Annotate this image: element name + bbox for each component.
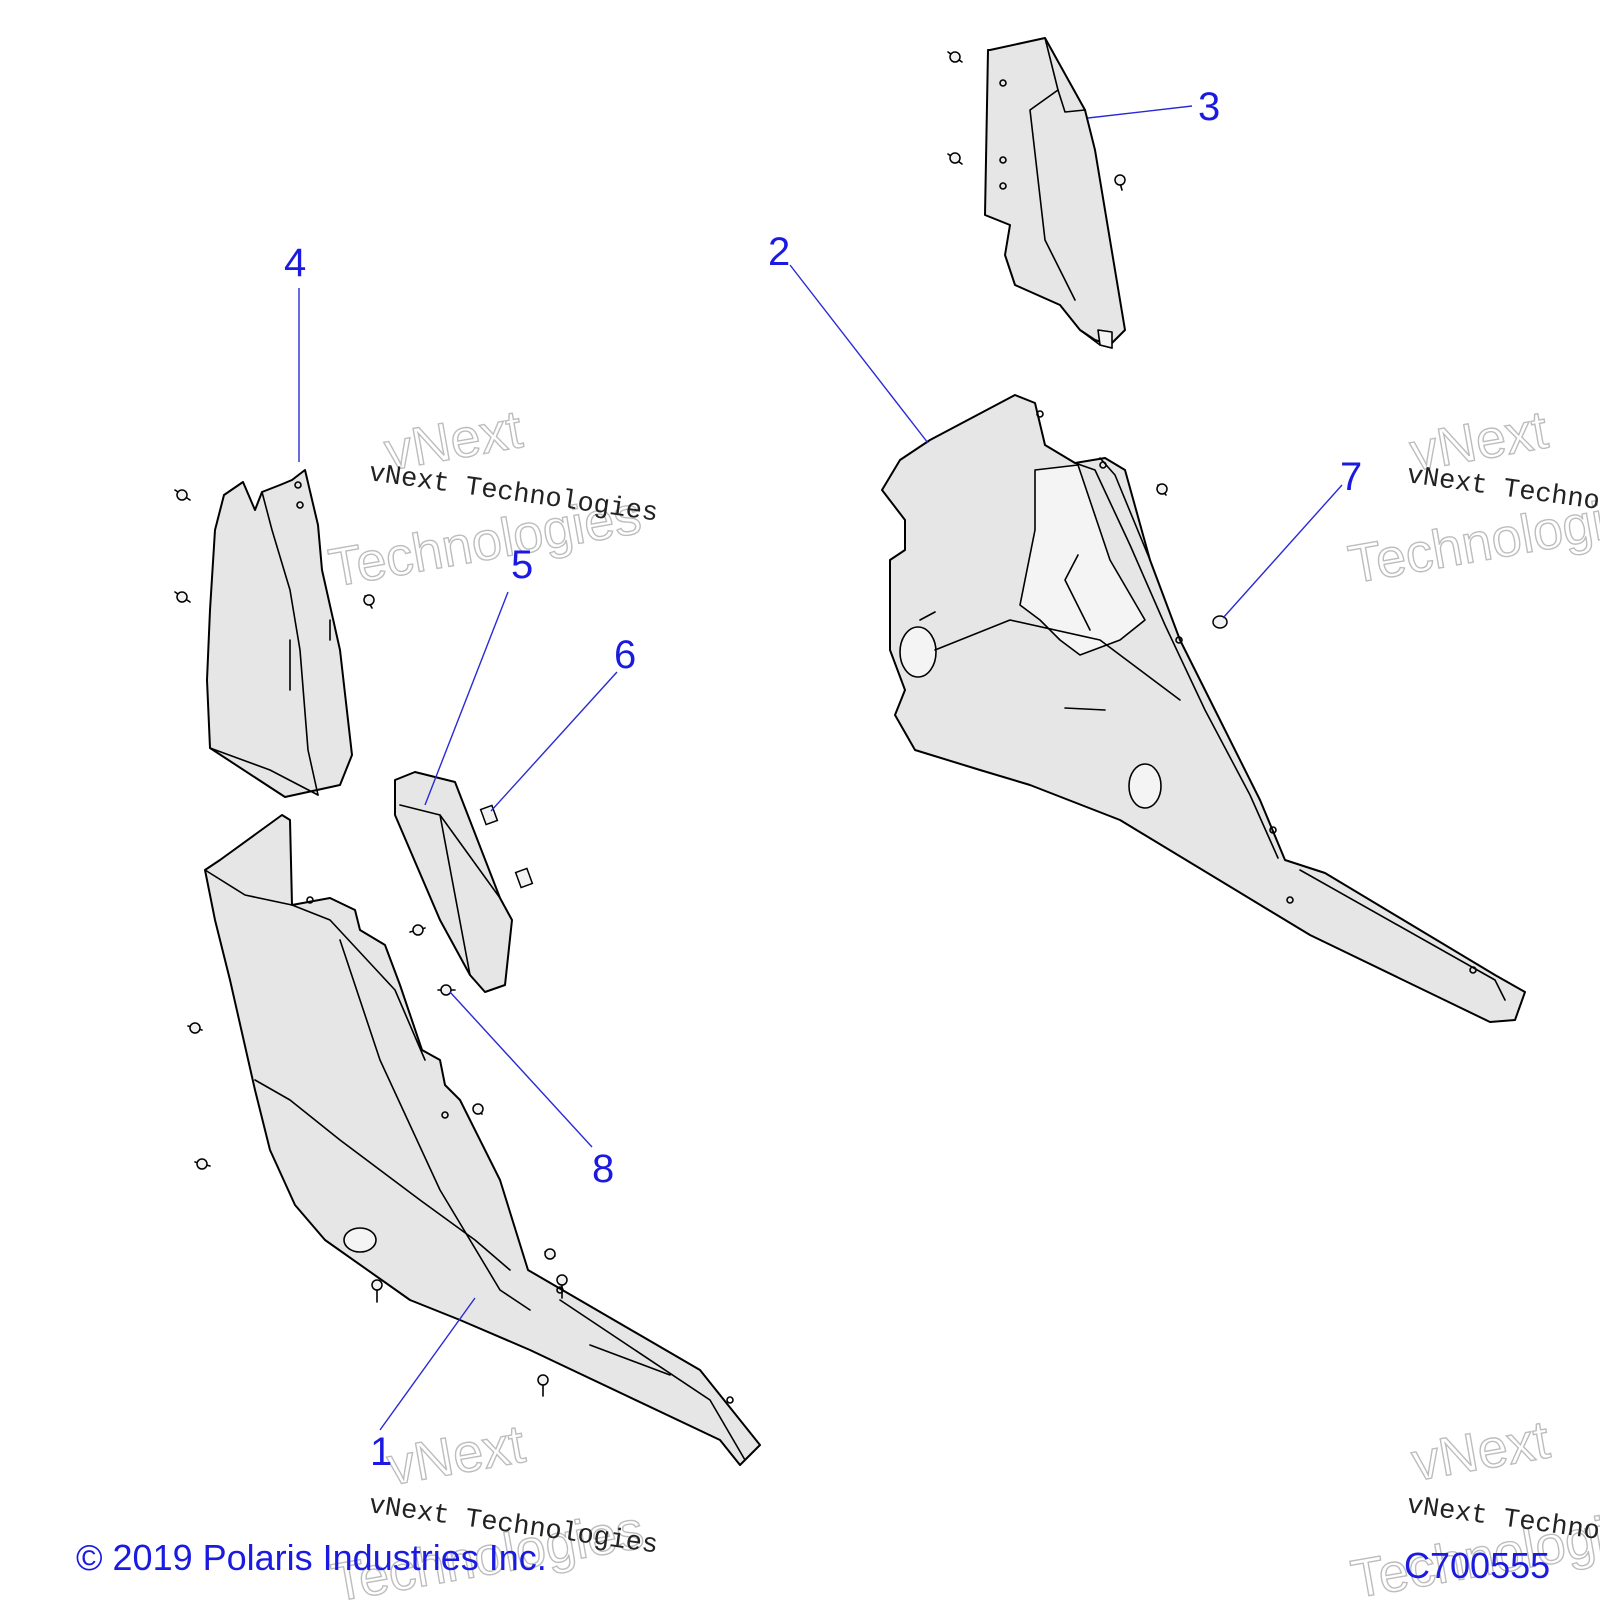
watermark-outline-top: vNext — [383, 1414, 529, 1497]
screw-fastener — [174, 489, 191, 501]
copyright-notice: © 2019 Polaris Industries Inc. — [76, 1537, 547, 1578]
callout-1: 1 — [370, 1430, 392, 1474]
part-1-left-lower-panel — [204, 814, 761, 1466]
screw-fastener — [363, 594, 375, 609]
nut-fastener — [1212, 615, 1228, 629]
clip-fastener — [514, 867, 534, 889]
screw-fastener — [947, 51, 963, 63]
part-5-cover-block — [394, 771, 513, 993]
screw-fastener — [472, 1103, 484, 1115]
part-2-right-lower-panel — [881, 394, 1526, 1023]
screw-fastener — [409, 924, 426, 936]
part-4-upper-left-panel — [206, 469, 353, 798]
callout-2: 2 — [768, 230, 790, 274]
screw-fastener — [371, 1279, 383, 1303]
screw-fastener — [544, 1248, 556, 1260]
screw-fastener — [947, 152, 963, 165]
callout-6: 6 — [614, 633, 636, 677]
callout-3: 3 — [1198, 85, 1220, 129]
screw-fastener — [1114, 174, 1126, 191]
callout-7: 7 — [1340, 455, 1362, 499]
clip-fastener — [479, 804, 499, 826]
watermark-outline-top: vNext — [1407, 1410, 1553, 1493]
screw-fastener — [187, 1022, 203, 1034]
callout-8: 8 — [592, 1147, 614, 1191]
screw-fastener — [437, 984, 456, 996]
figure-id: C700555 — [1404, 1545, 1550, 1586]
screw-fastener — [174, 591, 191, 603]
fastener-group — [174, 51, 1228, 1397]
leader-lines — [298, 105, 1343, 1431]
callout-4: 4 — [284, 241, 306, 285]
screw-fastener — [537, 1374, 549, 1397]
screw-fastener — [556, 1274, 568, 1299]
screw-fastener — [194, 1158, 211, 1170]
part-3-upper-rear-panel — [984, 37, 1126, 349]
screw-fastener — [1156, 483, 1168, 496]
callout-5: 5 — [511, 543, 533, 587]
